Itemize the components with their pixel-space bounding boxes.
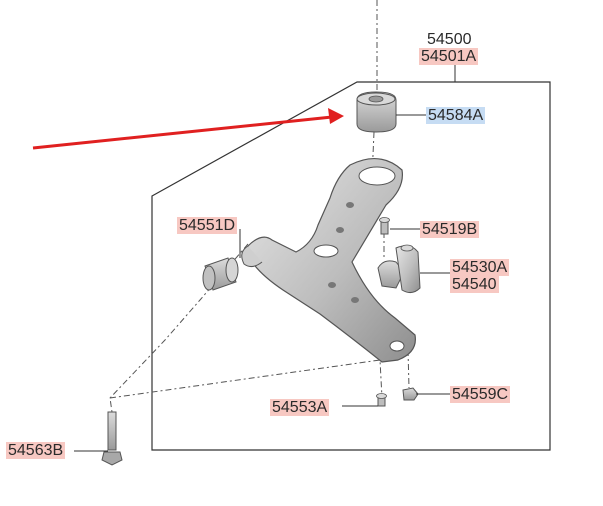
assembly-frame bbox=[151, 81, 551, 451]
label-54519B[interactable]: 54519B bbox=[420, 221, 480, 238]
label-54584A[interactable]: 54584A bbox=[426, 107, 486, 124]
bolt-icon bbox=[376, 393, 387, 407]
label-54551D[interactable]: 54551D bbox=[177, 217, 238, 234]
label-54559C[interactable]: 54559C bbox=[450, 386, 511, 403]
red-pointer-arrow bbox=[32, 115, 333, 150]
lower-control-arm-icon bbox=[241, 158, 416, 363]
label-54501A[interactable]: 54501A bbox=[419, 48, 479, 65]
red-arrow-head bbox=[328, 108, 344, 124]
long-bolt-icon bbox=[101, 411, 123, 466]
bolt-axis-line bbox=[109, 243, 249, 413]
bushing-small-icon bbox=[202, 257, 239, 291]
label-54500[interactable]: 54500 bbox=[427, 31, 472, 48]
label-54540[interactable]: 54540 bbox=[450, 276, 499, 293]
bushing-icon bbox=[356, 91, 397, 133]
label-54563B[interactable]: 54563B bbox=[6, 442, 66, 459]
ball-joint-icon bbox=[377, 244, 421, 294]
label-54530A[interactable]: 54530A bbox=[450, 259, 510, 276]
bolt-axis-line-2 bbox=[109, 359, 383, 399]
balljoint-axis-line bbox=[407, 349, 410, 389]
nut-icon bbox=[402, 387, 419, 401]
pin-icon bbox=[379, 217, 390, 235]
label-54553A[interactable]: 54553A bbox=[270, 399, 330, 416]
